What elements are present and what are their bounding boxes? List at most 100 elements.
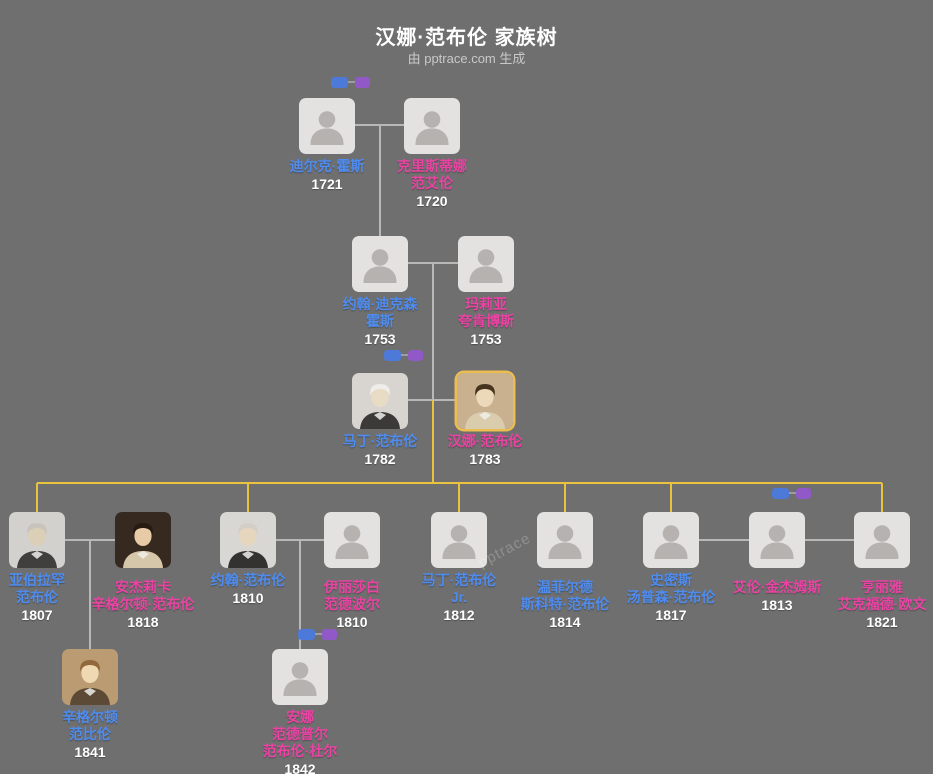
page-subtitle: 由 pptrace.com 生成 (407, 51, 526, 66)
husband-chip-icon (331, 76, 348, 88)
person-name: 迪尔克·霍斯 (289, 158, 365, 174)
person-birth-year: 1817 (655, 607, 687, 623)
person-name: 亨丽雅 (860, 579, 903, 595)
union-link (401, 354, 408, 356)
wife-chip-icon (408, 349, 423, 361)
person-name: 马丁·范布伦 (421, 572, 497, 588)
person-birth-year: 1814 (549, 614, 581, 630)
person-card-angelica[interactable] (115, 512, 171, 568)
person-silhouette-icon (643, 512, 699, 568)
person-card-henrietta[interactable] (854, 512, 910, 568)
person-name: 范艾伦 (411, 175, 453, 191)
person-card-ellen[interactable] (749, 512, 805, 568)
person-silhouette-icon (431, 512, 487, 568)
person-birth-year: 1810 (232, 590, 264, 606)
person-card-singleton[interactable] (62, 649, 118, 705)
person-card-christina[interactable] (404, 98, 460, 154)
person-birth-year: 1813 (761, 597, 793, 613)
union-icon[interactable] (331, 76, 370, 88)
person-name: 温菲尔德 (536, 579, 593, 595)
person-name: 亚伯拉罕 (9, 572, 65, 588)
person-card-dirck[interactable] (299, 98, 355, 154)
person-silhouette-icon (272, 649, 328, 705)
person-silhouette-icon (324, 512, 380, 568)
person-birth-year: 1782 (364, 451, 396, 467)
union-link (315, 633, 322, 635)
person-node-hannah: 汉娜·范布伦 1783 (448, 373, 522, 467)
person-name: 辛格尔顿 (62, 709, 118, 725)
person-birth-year: 1720 (416, 193, 448, 209)
husband-chip-icon (298, 628, 315, 640)
person-birth-year: 1807 (21, 607, 53, 623)
person-birth-year: 1812 (443, 607, 475, 623)
person-card-martin[interactable] (352, 373, 408, 429)
person-card-john[interactable] (220, 512, 276, 568)
person-silhouette-icon (458, 236, 514, 292)
person-card-smith[interactable] (643, 512, 699, 568)
person-name: 史密斯 (649, 572, 692, 588)
person-silhouette-icon (854, 512, 910, 568)
person-card-johannes[interactable] (352, 236, 408, 292)
person-name: 范布伦·杜尔 (262, 743, 338, 759)
person-portrait-image (352, 373, 408, 429)
person-name: 夸肯博斯 (458, 313, 514, 329)
person-label: 汉娜·范布伦 1783 (448, 433, 523, 468)
person-card-elizabeth[interactable] (324, 512, 380, 568)
person-portrait-image (9, 512, 65, 568)
person-name: 汉娜·范布伦 (447, 433, 523, 449)
person-card-martinjr[interactable] (431, 512, 487, 568)
union-icon[interactable] (298, 628, 337, 640)
person-name: 霍斯 (365, 313, 394, 329)
person-name: 辛格尔顿·范布伦 (91, 596, 195, 612)
person-name: 伊丽莎白 (324, 579, 380, 595)
union-icon[interactable] (772, 487, 811, 499)
person-card-hannah[interactable] (457, 373, 513, 429)
person-card-abraham[interactable] (9, 512, 65, 568)
person-name: 约翰·范布伦 (210, 572, 286, 588)
person-portrait-image (115, 512, 171, 568)
person-name: 马丁·范布伦 (342, 433, 418, 449)
person-card-maria[interactable] (458, 236, 514, 292)
person-name: 艾伦·金杰姆斯 (732, 579, 822, 595)
person-card-winfield[interactable] (537, 512, 593, 568)
union-icon[interactable] (384, 349, 423, 361)
union-link (789, 492, 796, 494)
husband-chip-icon (772, 487, 789, 499)
person-silhouette-icon (299, 98, 355, 154)
wife-chip-icon (355, 76, 370, 88)
wife-chip-icon (322, 628, 337, 640)
person-silhouette-icon (352, 236, 408, 292)
person-birth-year: 1753 (470, 331, 502, 347)
person-birth-year: 1783 (469, 451, 501, 467)
page-title: 汉娜·范布伦 家族树 (375, 27, 558, 49)
person-name: 汤普森·范布伦 (626, 589, 716, 605)
person-label: 史密斯汤普森·范布伦 1817 (627, 572, 716, 624)
person-card-anna[interactable] (272, 649, 328, 705)
wife-chip-icon (796, 487, 811, 499)
person-node-ellen: 艾伦·金杰姆斯 1813 (733, 512, 821, 613)
